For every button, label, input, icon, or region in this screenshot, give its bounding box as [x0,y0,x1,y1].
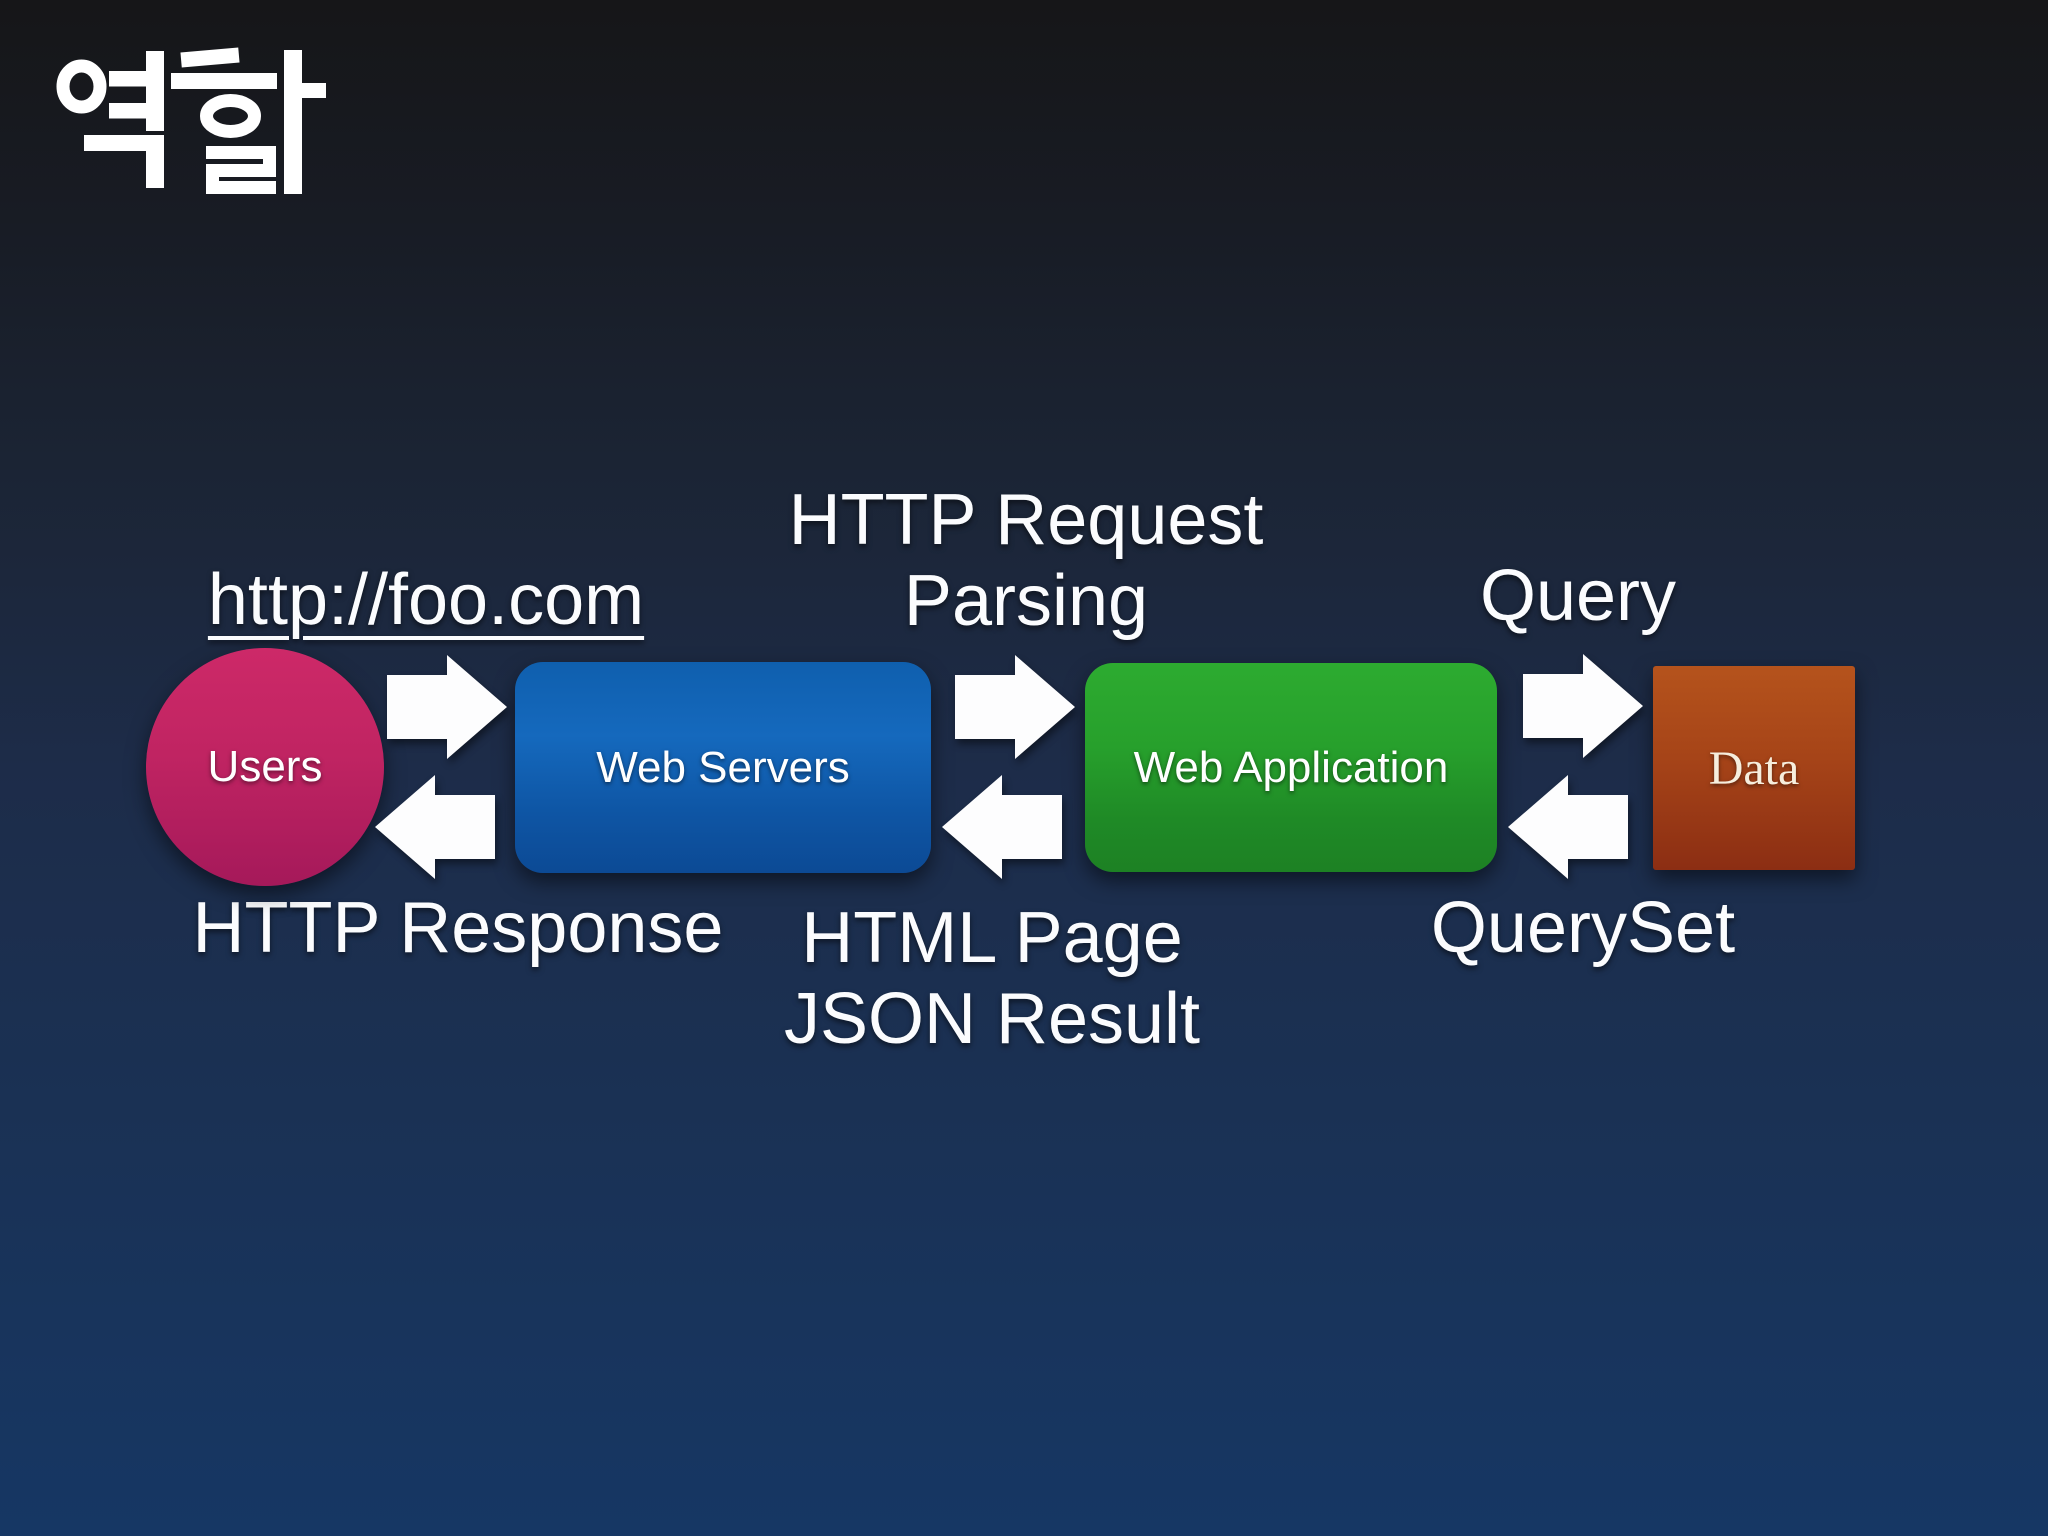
arrow-webservers-to-users-icon [375,775,495,879]
node-web-application-label: Web Application [1133,742,1449,792]
query-label: Query [1479,556,1677,636]
node-users-label: Users [207,742,323,791]
node-web-servers-label: Web Servers [596,742,850,792]
page-title: 역할 [44,28,354,200]
http-response-label: HTTP Response [192,888,724,968]
url-label[interactable]: http://foo.com [207,560,645,640]
html-page-json-result-label: HTML Page JSON Result [783,898,1201,1059]
arrow-users-to-webservers-icon [387,655,507,759]
title-hangul-svg [56,47,326,194]
node-web-servers: Web Servers [515,662,931,873]
node-users: Users [146,648,384,886]
queryset-label: QuerySet [1430,888,1736,968]
node-data-label: Data [1708,741,1800,795]
arrow-webapplication-to-webservers-icon [942,775,1062,879]
arrow-data-to-webapplication-icon [1508,775,1628,879]
arrow-webservers-to-webapplication-icon [955,655,1075,759]
http-request-parsing-label: HTTP Request Parsing [788,480,1264,641]
node-web-application: Web Application [1085,663,1497,872]
node-data: Data [1653,666,1855,870]
arrow-webapplication-to-data-icon [1523,654,1643,758]
